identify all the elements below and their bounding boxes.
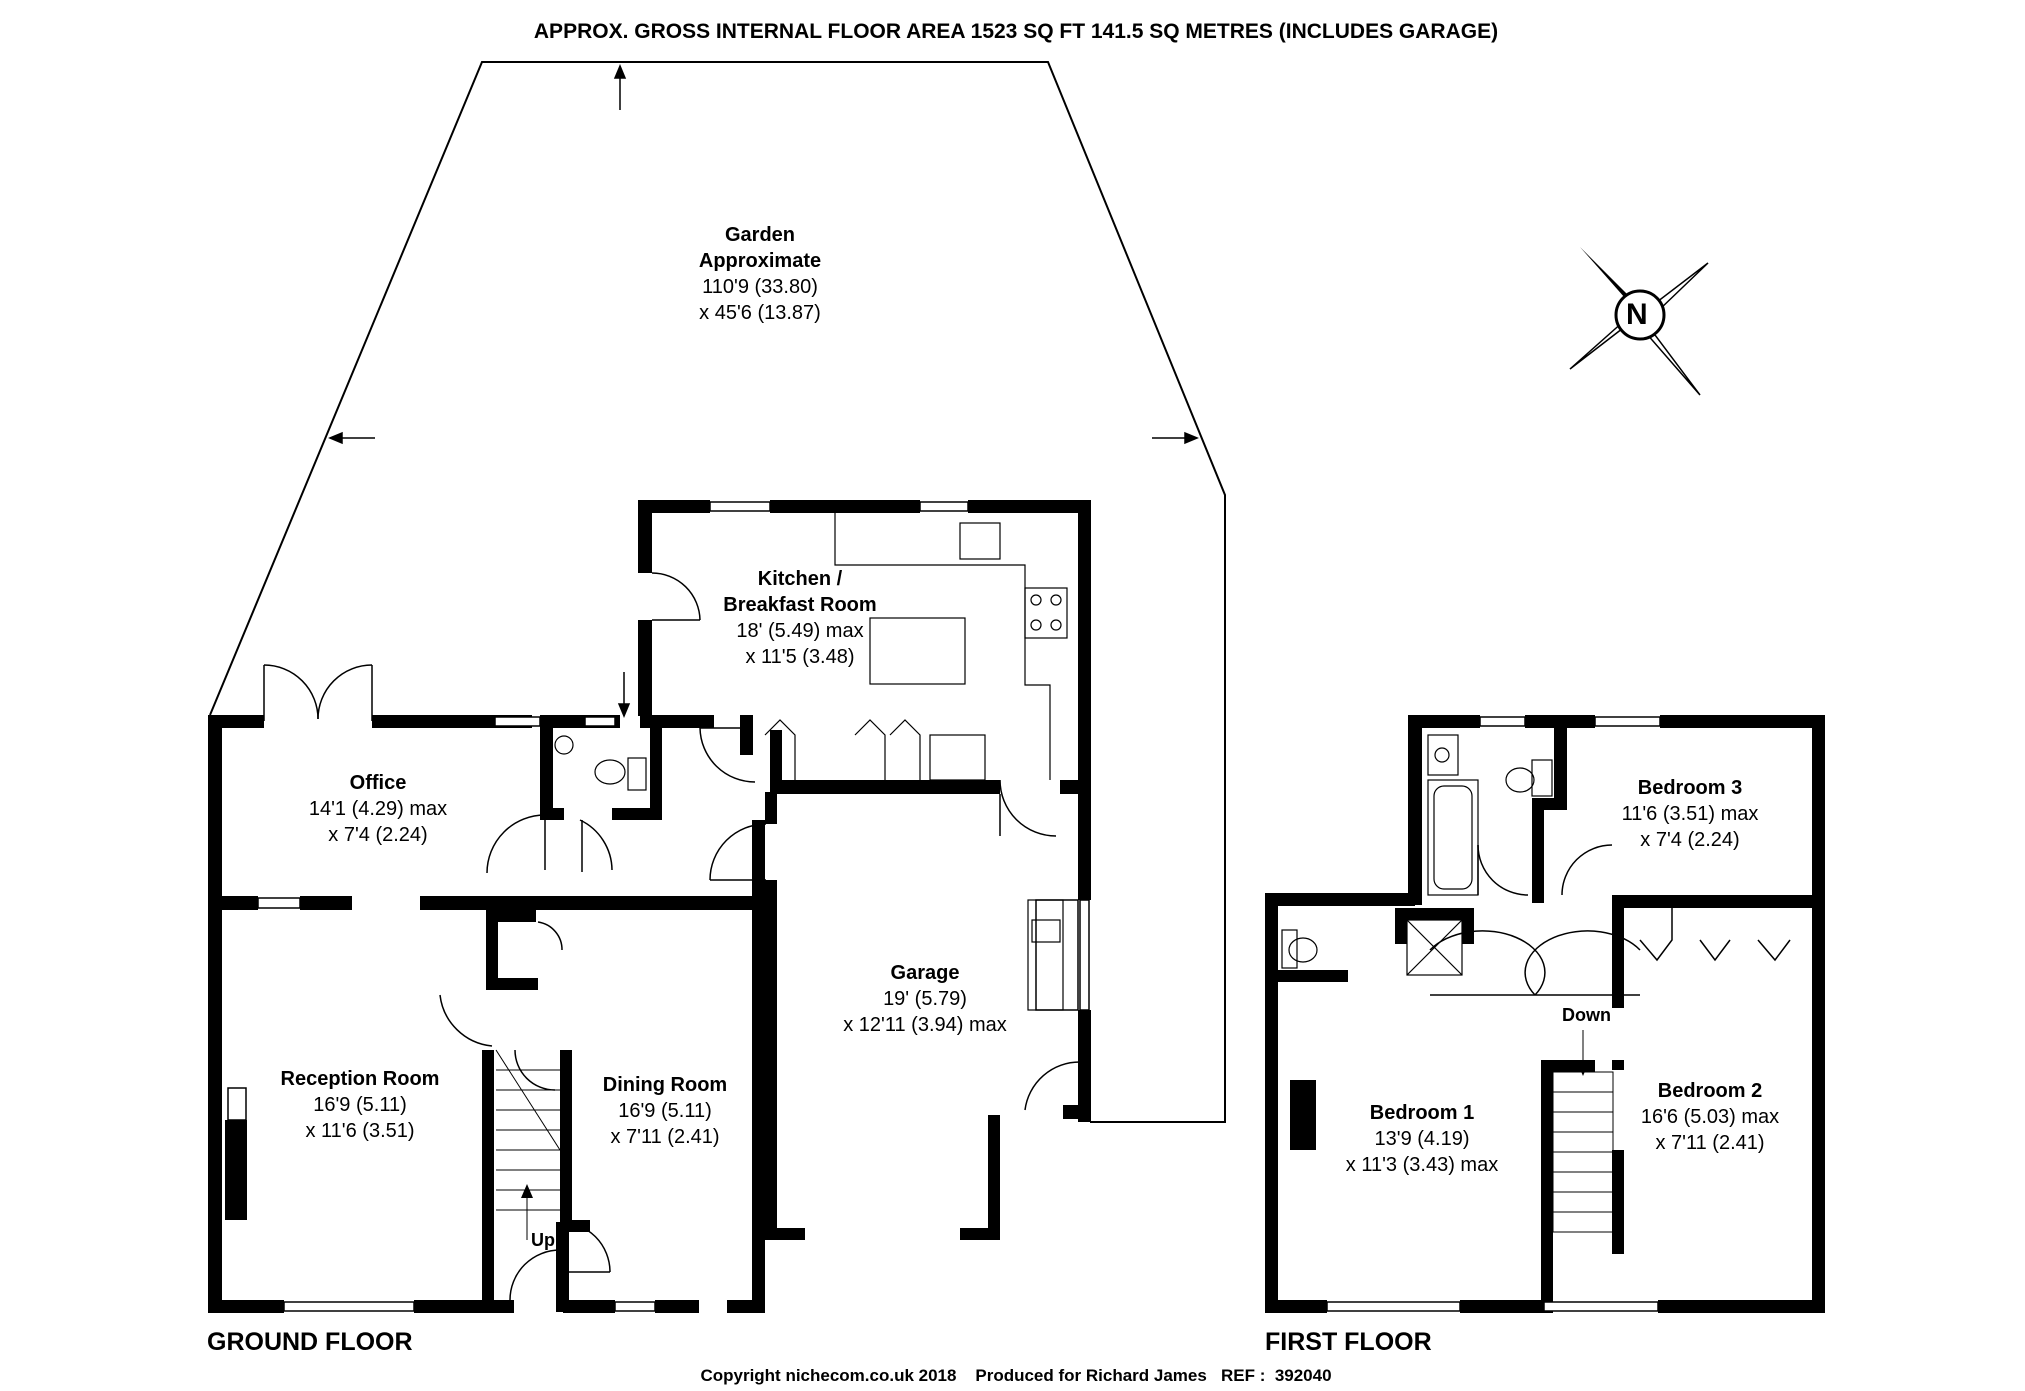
room-dimension: x 11'3 (3.43) max [1345,1154,1499,1176]
room-name: Bedroom 3 [1637,777,1743,799]
room-dimension: 110'9 (33.80) [702,276,818,298]
compass-icon [1569,247,1709,396]
room-dimension: x 11'6 (3.51) [305,1120,415,1142]
room-bedroom1: Bedroom 1 13'9 (4.19) x 11'3 (3.43) max [1346,1100,1498,1178]
room-dimension: x 12'11 (3.94) max [843,1014,1007,1036]
room-name: Garage [890,962,960,984]
ground-floor-doors [439,572,1081,1301]
first-floor-label: FIRST FLOOR [1265,1328,1432,1356]
ground-floor-label: GROUND FLOOR [207,1328,413,1356]
ground-floor-windows [227,501,1090,1312]
garden-outline [209,61,1226,1123]
room-office: Office 14'1 (4.29) max x 7'4 (2.24) [309,770,447,848]
ground-floor-walls [208,500,1091,1313]
room-dimension: x 7'4 (2.24) [1640,829,1740,851]
kitchen-door-arrow [617,672,631,718]
room-dimension: x 7'4 (2.24) [328,824,428,846]
room-dimension: 11'6 (3.51) max [1621,803,1759,825]
room-name: Dining Room [602,1074,728,1096]
copyright-footer: Copyright nichecom.co.uk 2018 Produced f… [700,1366,1332,1385]
room-name: Bedroom 1 [1369,1102,1475,1124]
room-name: Breakfast Room [723,594,877,616]
room-name: Garden [724,224,796,246]
bathroom-fixtures [1281,734,1553,976]
compass-label: N [1626,298,1648,331]
stairs-down-label: Down [1562,1005,1611,1025]
room-dimension: 14'1 (4.29) max [308,798,448,820]
stairs-up-label: Up [531,1230,555,1250]
room-dimension: x 45'6 (13.87) [699,302,821,324]
office-french-doors [263,664,373,721]
room-reception: Reception Room 16'9 (5.11) x 11'6 (3.51) [281,1066,440,1144]
first-floor-windows [1326,716,1661,1312]
room-dimension: 18' (5.49) max [736,620,864,642]
room-name: Reception Room [280,1068,440,1090]
room-garden: Garden Approximate 110'9 (33.80) x 45'6 … [699,222,821,326]
room-bedroom3: Bedroom 3 11'6 (3.51) max x 7'4 (2.24) [1622,775,1759,853]
down-arrow-icon [1577,1062,1589,1076]
room-name: Bedroom 2 [1657,1080,1763,1102]
ground-wc-fixtures [554,735,647,791]
room-name: Office [349,772,407,794]
room-name: Approximate [698,250,822,272]
room-dimension: 19' (5.79) [883,988,967,1010]
room-dimension: x 7'11 (2.41) [1655,1132,1765,1154]
room-dimension: 16'9 (5.11) [618,1100,712,1122]
first-floor-doors [1429,844,1791,996]
room-dimension: 16'6 (5.03) max [1640,1106,1780,1128]
garage-sink [1027,899,1064,1011]
ground-stairs [495,1049,561,1240]
garden-dimension-arrows [328,64,1199,445]
room-dimension: x 7'11 (2.41) [610,1126,720,1148]
room-dimension: 13'9 (4.19) [1374,1128,1470,1150]
room-garage: Garage 19' (5.79) x 12'11 (3.94) max [843,960,1007,1038]
room-dimension: x 11'5 (3.48) [745,646,855,668]
room-kitchen: Kitchen / Breakfast Room 18' (5.49) max … [723,566,876,670]
first-floor-walls [1265,715,1825,1313]
kitchen-fixtures [764,513,1068,781]
up-arrow-icon [521,1184,533,1198]
room-dining: Dining Room 16'9 (5.11) x 7'11 (2.41) [603,1072,727,1150]
room-bedroom2: Bedroom 2 16'6 (5.03) max x 7'11 (2.41) [1641,1078,1779,1156]
room-name: Kitchen / [757,568,843,590]
room-dimension: 16'9 (5.11) [313,1094,407,1116]
floor-area-header: APPROX. GROSS INTERNAL FLOOR AREA 1523 S… [533,20,1499,43]
